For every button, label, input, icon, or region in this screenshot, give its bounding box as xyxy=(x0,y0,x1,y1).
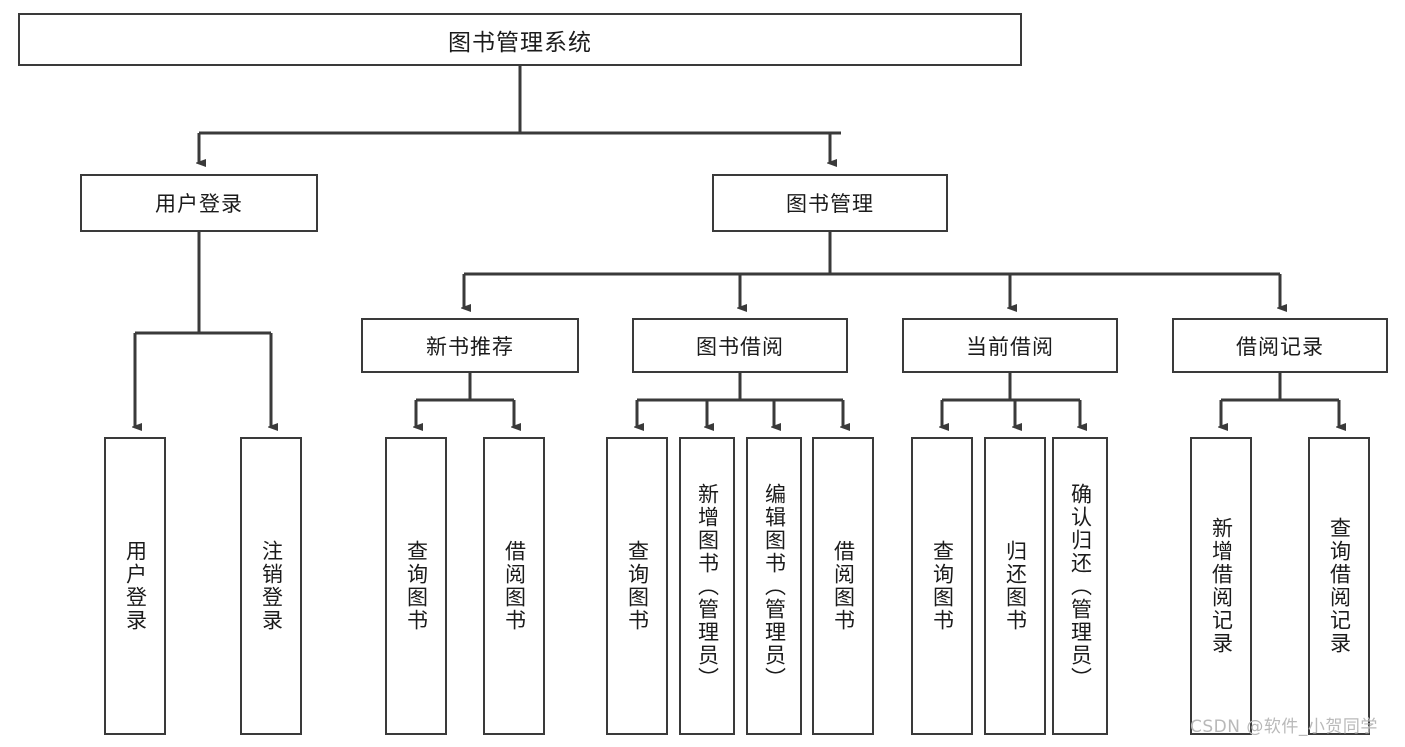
node-leaf-query-book-1[interactable]: 查询图书 xyxy=(385,437,447,735)
node-leaf-borrow-book-1[interactable]: 借阅图书 xyxy=(483,437,545,735)
node-leaf-edit-book-label: 编辑图书（管理员） xyxy=(762,482,787,690)
node-leaf-user-login[interactable]: 用户登录 xyxy=(104,437,166,735)
node-leaf-borrow-book-2-label: 借阅图书 xyxy=(831,540,856,632)
node-leaf-query-book-2[interactable]: 查询图书 xyxy=(606,437,668,735)
node-root[interactable]: 图书管理系统 xyxy=(18,13,1022,66)
node-leaf-query-book-2-label: 查询图书 xyxy=(625,540,650,632)
node-new-book-rec-label: 新书推荐 xyxy=(426,334,514,359)
node-book-manage[interactable]: 图书管理 xyxy=(712,174,948,232)
node-user-login[interactable]: 用户登录 xyxy=(80,174,318,232)
node-leaf-add-book-label: 新增图书（管理员） xyxy=(695,482,720,690)
node-borrow-record-label: 借阅记录 xyxy=(1236,334,1324,359)
node-root-label: 图书管理系统 xyxy=(448,29,592,56)
node-leaf-add-record-label: 新增借阅记录 xyxy=(1209,517,1234,655)
node-leaf-confirm-return-label: 确认归还（管理员） xyxy=(1068,482,1093,690)
node-leaf-return-book-label: 归还图书 xyxy=(1003,540,1028,632)
node-user-login-label: 用户登录 xyxy=(155,192,243,216)
node-leaf-user-logout[interactable]: 注销登录 xyxy=(240,437,302,735)
node-current-borrow[interactable]: 当前借阅 xyxy=(902,318,1118,373)
node-leaf-add-book[interactable]: 新增图书（管理员） xyxy=(679,437,735,735)
node-leaf-user-logout-label: 注销登录 xyxy=(259,540,284,632)
node-book-borrow-label: 图书借阅 xyxy=(696,334,784,359)
watermark: CSDN @软件_小贺同学 xyxy=(1190,717,1378,737)
node-leaf-borrow-book-2[interactable]: 借阅图书 xyxy=(812,437,874,735)
node-leaf-return-book[interactable]: 归还图书 xyxy=(984,437,1046,735)
node-leaf-user-login-label: 用户登录 xyxy=(123,540,148,632)
node-leaf-confirm-return[interactable]: 确认归还（管理员） xyxy=(1052,437,1108,735)
node-leaf-query-record-label: 查询借阅记录 xyxy=(1327,517,1352,655)
node-leaf-query-record[interactable]: 查询借阅记录 xyxy=(1308,437,1370,735)
node-borrow-record[interactable]: 借阅记录 xyxy=(1172,318,1388,373)
node-leaf-edit-book[interactable]: 编辑图书（管理员） xyxy=(746,437,802,735)
node-leaf-borrow-book-1-label: 借阅图书 xyxy=(502,540,527,632)
node-current-borrow-label: 当前借阅 xyxy=(966,334,1054,359)
node-leaf-add-record[interactable]: 新增借阅记录 xyxy=(1190,437,1252,735)
node-leaf-query-book-3[interactable]: 查询图书 xyxy=(911,437,973,735)
node-leaf-query-book-3-label: 查询图书 xyxy=(930,540,955,632)
node-book-manage-label: 图书管理 xyxy=(786,192,874,216)
node-leaf-query-book-1-label: 查询图书 xyxy=(404,540,429,632)
node-new-book-rec[interactable]: 新书推荐 xyxy=(361,318,579,373)
node-book-borrow[interactable]: 图书借阅 xyxy=(632,318,848,373)
